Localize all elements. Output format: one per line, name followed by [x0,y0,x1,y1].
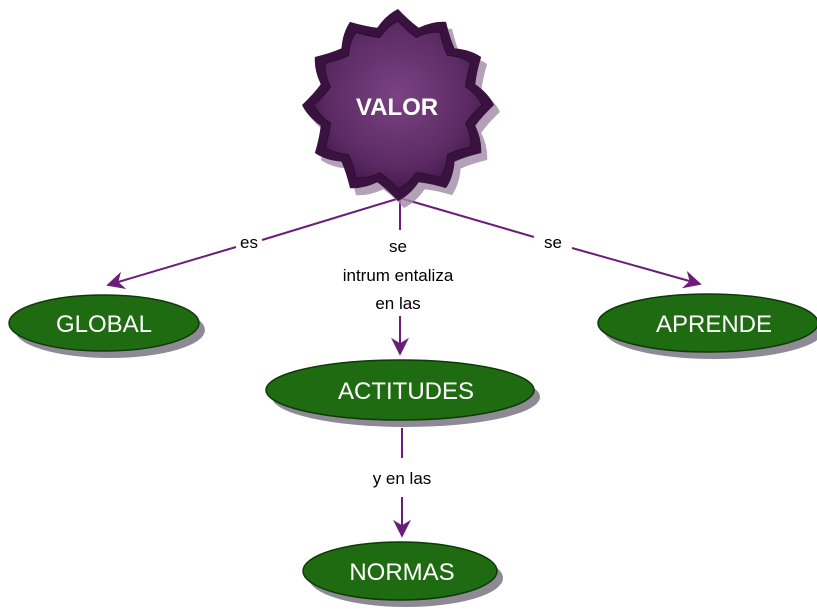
node-aprende-ellipse [597,293,817,353]
link-label-instrumentaliza-2: intrum entaliza [343,266,454,285]
root-node-valor[interactable]: VALOR [302,9,500,208]
node-actitudes-ellipse [265,359,535,421]
node-global[interactable]: GLOBAL [8,294,205,358]
node-normas-label: NORMAS [349,559,454,586]
node-normas[interactable]: NORMAS [302,541,503,607]
link-valor-global-seg1 [261,197,401,241]
link-valor-global-seg2 [106,246,237,290]
link-label-es: es [240,233,258,252]
link-valor-aprende-seg1 [399,197,535,238]
node-global-ellipse [8,294,200,352]
node-actitudes-label: ACTITUDES [338,378,474,405]
root-node-label: VALOR [356,94,438,121]
connectors [106,197,702,538]
node-aprende-label: APRENDE [656,311,772,338]
link-label-se: se [544,233,562,252]
link-label-instrumentaliza-3: en las [375,294,420,313]
link-labels: es se intrum entaliza en las se y en las [240,233,562,488]
link-valor-aprende-seg2 [571,247,702,289]
node-normas-ellipse [302,541,498,601]
root-node-body [313,20,483,190]
node-global-label: GLOBAL [56,311,152,338]
node-aprende[interactable]: APRENDE [597,293,817,359]
node-actitudes[interactable]: ACTITUDES [265,359,540,427]
link-label-instrumentaliza-1: se [389,237,407,256]
link-label-y-en-las: y en las [373,469,432,488]
